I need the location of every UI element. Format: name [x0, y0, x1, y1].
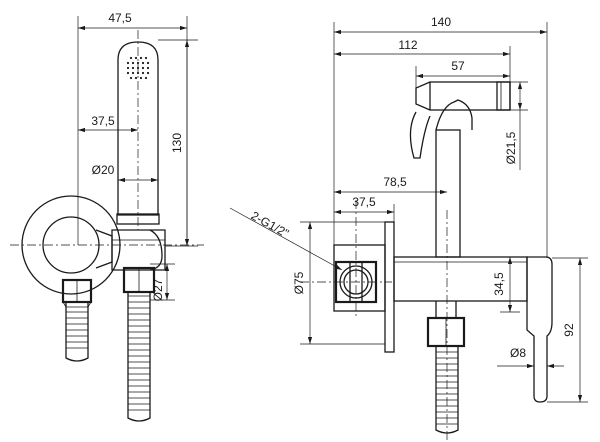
dim-right-34-5: 34,5 [492, 256, 520, 313]
left-view: 47,5 37,5 130 Ø20 Ø27 [10, 11, 204, 422]
dim-left-diam-27: Ø27 [150, 263, 175, 301]
dim-right-112: 112 [334, 38, 511, 82]
dim-left-130: 130 [158, 39, 198, 247]
hose-nuts [61, 266, 156, 304]
dim-left-37-5: 37,5 [78, 114, 138, 133]
label-130: 130 [170, 133, 184, 153]
dim-right-78-5: 78,5 [334, 175, 447, 195]
dim-right-57: 57 [415, 59, 510, 88]
dim-right-diam-8: Ø8 [497, 346, 564, 372]
wall-plate [333, 221, 395, 353]
label-diam-21-5: Ø21,5 [504, 131, 518, 164]
label-34-5: 34,5 [492, 272, 506, 296]
dim-right-92: 92 [547, 257, 588, 403]
label-diam-75: Ø75 [292, 271, 306, 294]
lever-handle [526, 256, 553, 403]
label-diam-20-left: Ø20 [92, 163, 115, 177]
label-47-5: 47,5 [108, 11, 132, 25]
label-78-5: 78,5 [383, 175, 407, 189]
dim-right-diam-21-5: Ø21,5 [504, 81, 528, 170]
dim-right-140: 140 [333, 15, 548, 258]
dim-left-diam-20: Ø20 [92, 163, 158, 183]
label-57: 57 [451, 59, 465, 73]
label-diam-8: Ø8 [510, 346, 526, 360]
thread-callout: 2-G1/2" [229, 207, 343, 271]
spray-head [409, 81, 511, 159]
hose-right [127, 292, 151, 422]
dim-right-diam-75: Ø75 [292, 221, 385, 345]
label-112: 112 [398, 38, 417, 52]
mixer-body [393, 256, 528, 302]
spray-holes [126, 56, 150, 80]
hose-left [62, 301, 92, 362]
label-diam-27: Ø27 [151, 278, 165, 301]
outlet-nut [426, 301, 466, 348]
label-thread: 2-G1/2" [249, 208, 292, 240]
label-37-5-left: 37,5 [91, 114, 115, 128]
label-92: 92 [562, 323, 576, 337]
right-view: 140 112 57 Ø21,5 78,5 [229, 15, 588, 440]
label-37-5-right: 37,5 [352, 195, 376, 209]
dim-right-37-5: 37,5 [334, 195, 395, 222]
spray-column [435, 99, 473, 258]
dim-left-47-5: 47,5 [77, 11, 188, 246]
label-140: 140 [431, 15, 451, 29]
